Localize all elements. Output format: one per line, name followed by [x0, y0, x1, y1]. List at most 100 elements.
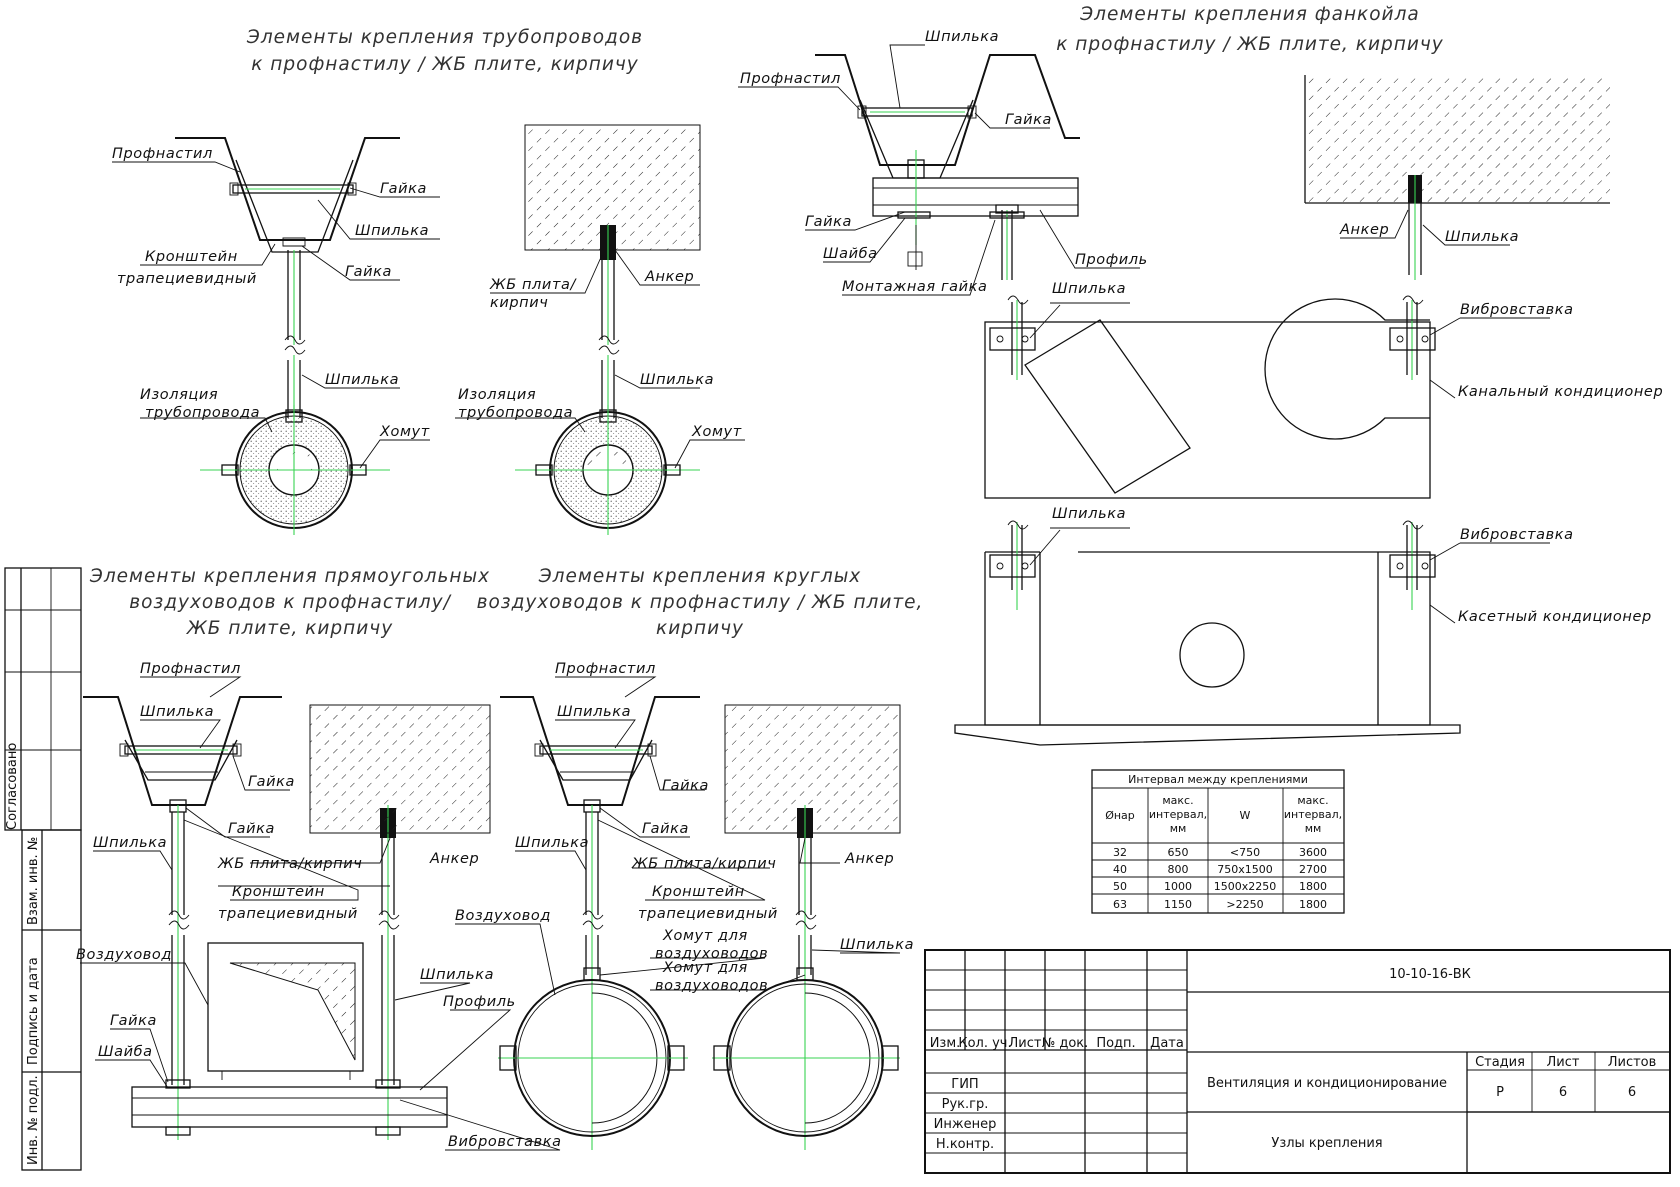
- interval-cell: 63: [1113, 898, 1127, 911]
- interval-cell: 1800: [1299, 898, 1327, 911]
- round-duct-profnastil: Профнастил Шпилька Гайка Гайка Шпилька Ж…: [455, 661, 914, 1150]
- stamp-col-kolich: Кол. уч.: [958, 1036, 1011, 1051]
- title-round-line2: воздуховодов к профнастилу / ЖБ плите,: [477, 592, 924, 613]
- label-shpilka-duct: Шпилька: [1052, 281, 1126, 297]
- label-zhb-pipe-a: ЖБ плита/: [489, 277, 577, 293]
- label-shpilka-round-3: Шпилька: [840, 937, 914, 953]
- section-titles: Элементы крепления трубопроводов к профн…: [89, 4, 1444, 639]
- label-homut-vozd-b2: воздуховодов: [655, 978, 768, 994]
- side-stamp-inv: Инв. № подл.: [26, 1075, 41, 1165]
- stamp-col-list: Лист: [1009, 1036, 1042, 1051]
- label-profnastil-round: Профнастил: [555, 661, 656, 677]
- stamp-sheets-value: 6: [1628, 1085, 1636, 1100]
- label-homut-vozd-a1: Хомут для: [662, 928, 748, 944]
- title-round-line3: кирпичу: [656, 618, 744, 639]
- stamp-project: Вентиляция и кондиционирование: [1207, 1076, 1447, 1091]
- svg-text:мм: мм: [1170, 822, 1187, 835]
- side-stamp-podpis: Подпись и дата: [26, 957, 41, 1065]
- label-gayka-pipe-1: Гайка: [380, 181, 427, 197]
- title-pipes-line2: к профнастилу / ЖБ плите, кирпичу: [251, 54, 639, 75]
- interval-cell: 1800: [1299, 880, 1327, 893]
- label-kronshtein-round-a: Кронштейн: [652, 884, 745, 900]
- label-kanal-conditioner: Канальный кондиционер: [1458, 384, 1663, 400]
- rect-duct-profnastil: Профнастил Шпилька Гайка Гайка Шпилька Ж…: [76, 661, 562, 1151]
- label-kronshtein-round-b: трапециевидный: [638, 906, 778, 922]
- label-shpilka-cassette: Шпилька: [1052, 506, 1126, 522]
- stamp-stage-header: Стадия: [1475, 1055, 1525, 1070]
- interval-col-w: W: [1240, 809, 1251, 822]
- fancoil-concrete-detail: Анкер Шпилька: [1304, 75, 1610, 280]
- stamp-col-ndok: № док.: [1042, 1036, 1089, 1051]
- svg-text:интервал,: интервал,: [1284, 808, 1342, 821]
- interval-cell: <750: [1230, 846, 1260, 859]
- stamp-col-podp: Подп.: [1096, 1036, 1135, 1051]
- title-rect-line2: воздуховодов к профнастилу/: [129, 592, 451, 613]
- label-shpilka-fancoil-r: Шпилька: [1445, 229, 1519, 245]
- label-gayka-rect-3: Гайка: [110, 1013, 157, 1029]
- label-profnastil-rect: Профнастил: [140, 661, 241, 677]
- label-homut-2: Хомут: [691, 424, 742, 440]
- label-shpilka-pipe-1: Шпилька: [355, 223, 429, 239]
- label-profnastil-pipe: Профнастил: [112, 146, 213, 162]
- label-kronshtein-rect-a: Кронштейн: [232, 884, 325, 900]
- stamp-role-rukgr: Рук.гр.: [942, 1097, 989, 1112]
- stamp-role-nkontr: Н.контр.: [936, 1137, 994, 1152]
- label-homut-vozd-b1: Хомут для: [662, 960, 748, 976]
- side-stamp: Согласовано Взам. инв. № Подпись и дата …: [4, 567, 82, 1171]
- label-anker-fancoil: Анкер: [1339, 222, 1389, 238]
- title-rect-line1: Элементы крепления прямоугольных: [89, 566, 490, 587]
- label-kronshtein-rect-b: трапециевидный: [218, 906, 358, 922]
- stamp-sheets-header: Листов: [1608, 1055, 1657, 1070]
- label-shpilka-rect-2: Шпилька: [93, 835, 167, 851]
- label-gayka-rect-2: Гайка: [228, 821, 275, 837]
- label-anker-rect: Анкер: [429, 851, 479, 867]
- title-pipes-line1: Элементы крепления трубопроводов: [246, 27, 643, 48]
- svg-text:интервал,: интервал,: [1149, 808, 1207, 821]
- label-profil-rect: Профиль: [443, 994, 516, 1010]
- title-block: 10-10-16-ВК Изм. Кол. уч. Лист № док. По…: [924, 949, 1671, 1174]
- label-shaiba-fancoil: Шайба: [823, 246, 878, 262]
- label-vozduhovod-round: Воздуховод: [455, 908, 551, 924]
- interval-cell: >2250: [1226, 898, 1263, 911]
- label-shpilka-rect-3: Шпилька: [420, 967, 494, 983]
- side-stamp-vzam: Взам. инв. №: [26, 837, 41, 925]
- label-shpilka-round-1: Шпилька: [557, 704, 631, 720]
- label-kronshtein-pipe-b: трапециевидный: [117, 271, 257, 287]
- label-gayka-pipe-2: Гайка: [345, 264, 392, 280]
- svg-text:мм: мм: [1305, 822, 1322, 835]
- interval-cell: 40: [1113, 863, 1127, 876]
- interval-cell: 2700: [1299, 863, 1327, 876]
- pipe-detail-profnastil: Профнастил Гайка Шпилька Кронштейн трапе…: [112, 137, 440, 535]
- label-profnastil-fancoil: Профнастил: [740, 71, 841, 87]
- fancoil-profnastil-detail: Профнастил Шпилька Гайка Гайка Шайба Мон…: [738, 29, 1147, 296]
- interval-cell: 1500x2250: [1214, 880, 1277, 893]
- label-izolyatsiya-b: трубопровода: [145, 405, 260, 421]
- label-anker-round: Анкер: [844, 851, 894, 867]
- interval-cell: 800: [1168, 863, 1189, 876]
- stamp-code: 10-10-16-ВК: [1389, 967, 1471, 982]
- stamp-col-izm: Изм.: [930, 1036, 961, 1051]
- label-vibro-rect: Вибровставка: [448, 1134, 562, 1150]
- svg-text:макс.: макс.: [1297, 794, 1328, 807]
- label-homut-1: Хомут: [379, 424, 430, 440]
- title-fancoil-line2: к профнастилу / ЖБ плите, кирпичу: [1056, 34, 1444, 55]
- label-vibro-duct: Вибровставка: [1460, 302, 1574, 318]
- interval-cell: 50: [1113, 880, 1127, 893]
- label-shaiba-rect: Шайба: [98, 1044, 153, 1060]
- label-gayka-rect-1: Гайка: [248, 774, 295, 790]
- stamp-sheet-value: 6: [1559, 1085, 1567, 1100]
- label-shpilka-fancoil-top: Шпилька: [925, 29, 999, 45]
- stamp-col-data: Дата: [1150, 1036, 1184, 1051]
- interval-table-title: Интервал между креплениями: [1128, 773, 1308, 786]
- interval-cell: 750x1500: [1217, 863, 1273, 876]
- label-gayka-fancoil-2: Гайка: [805, 214, 852, 230]
- interval-cell: 1150: [1164, 898, 1192, 911]
- label-zhb-round: ЖБ плита/кирпич: [631, 856, 776, 872]
- label-izolyatsiya-d: трубопровода: [458, 405, 573, 421]
- label-shpilka-round-2: Шпилька: [515, 835, 589, 851]
- title-round-line1: Элементы крепления круглых: [538, 566, 862, 587]
- label-gayka-round-2: Гайка: [642, 821, 689, 837]
- label-anker-pipe: Анкер: [644, 269, 694, 285]
- interval-cell: 650: [1168, 846, 1189, 859]
